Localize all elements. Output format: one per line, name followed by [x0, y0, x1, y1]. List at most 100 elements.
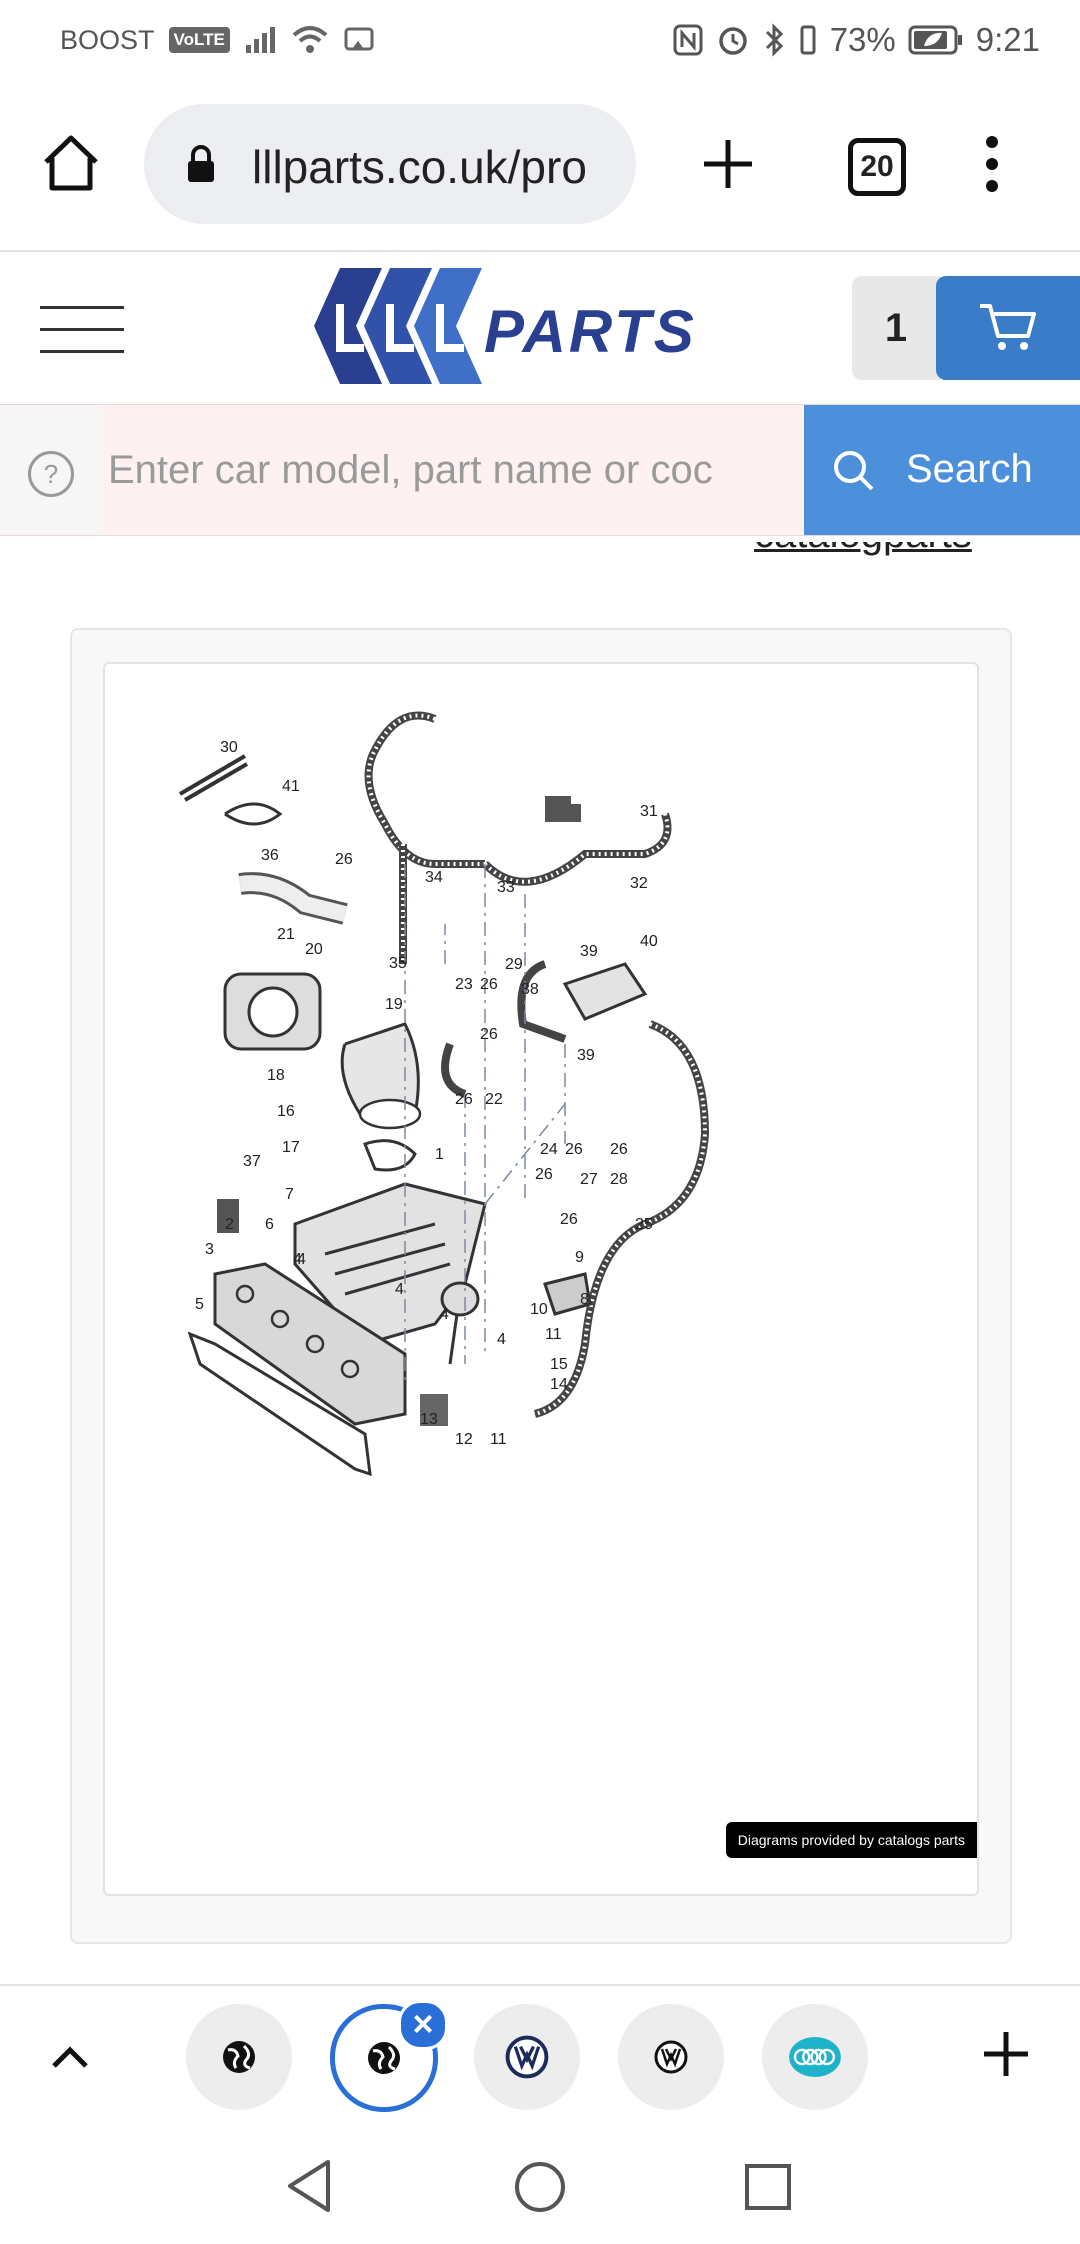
part-callout-27: 27 [580, 1171, 598, 1188]
part-callout-28: 28 [610, 1171, 628, 1188]
part-callout-25: 25 [635, 1216, 653, 1233]
part-callout-9: 9 [575, 1249, 584, 1266]
globe-icon [368, 2042, 400, 2074]
part-callout-6: 6 [265, 1216, 274, 1233]
part-callout-26: 26 [455, 1091, 473, 1108]
search-input[interactable] [104, 405, 808, 535]
recents-square-icon[interactable] [744, 2163, 792, 2211]
part-callout-22: 22 [485, 1091, 503, 1108]
site-header: PARTS 1 [0, 252, 1080, 402]
part-callout-5: 5 [195, 1296, 204, 1313]
cast-icon [344, 27, 374, 51]
part-callout-20: 20 [305, 941, 323, 958]
globe-icon [223, 2041, 255, 2073]
search-icon [834, 451, 874, 491]
part-callout-29: 29 [505, 956, 523, 973]
cart-count-badge[interactable]: 1 [852, 276, 940, 380]
part-callout-26: 26 [335, 851, 353, 868]
wifi-icon [292, 26, 328, 53]
part-callout-41: 41 [282, 778, 300, 795]
part-callout-14: 14 [550, 1376, 568, 1393]
part-callout-26: 26 [480, 1026, 498, 1043]
close-tab-icon[interactable]: × [398, 2000, 448, 2050]
part-callout-17: 17 [282, 1139, 300, 1156]
status-bar: BOOST VoLTE 73% 9:21 [0, 0, 1080, 80]
question-icon: ? [28, 451, 74, 497]
part-callout-4: 4 [297, 1251, 306, 1268]
nfc-icon [673, 24, 703, 56]
part-callout-32: 32 [630, 875, 648, 892]
part-callout-1: 1 [435, 1146, 444, 1163]
bluetooth-icon [765, 23, 783, 57]
part-callout-2: 2 [225, 1216, 234, 1233]
hamburger-menu-icon[interactable] [40, 306, 124, 353]
part-callout-34: 34 [425, 869, 443, 886]
search-button-label: Search [906, 447, 1033, 491]
part-callout-39: 39 [580, 943, 598, 960]
clock: 9:21 [975, 21, 1040, 58]
carrier-name: BOOST [60, 24, 155, 55]
tab-thumb-1[interactable] [186, 2004, 292, 2110]
part-callout-18: 18 [267, 1067, 285, 1084]
home-circle-icon[interactable] [513, 2160, 567, 2214]
vw-logo-icon [505, 2035, 549, 2079]
part-callout-4: 4 [440, 1306, 449, 1323]
svg-text:PARTS: PARTS [484, 298, 697, 365]
signal-icon [245, 27, 275, 53]
part-callout-31: 31 [640, 803, 658, 820]
part-callout-39: 39 [577, 1047, 595, 1064]
address-bar[interactable]: lllparts.co.uk/pro [144, 104, 636, 224]
part-callout-11: 11 [490, 1431, 507, 1448]
part-callout-26: 26 [560, 1211, 578, 1228]
help-button[interactable]: ? [0, 405, 100, 535]
status-right: 73% 9:21 [672, 18, 1040, 62]
diagram-credit: Diagrams provided by catalogs parts [725, 1822, 977, 1858]
part-callout-21: 21 [277, 926, 295, 943]
system-nav-bar [0, 2130, 1080, 2244]
part-callout-4: 4 [395, 1281, 404, 1298]
home-icon[interactable] [40, 132, 102, 194]
cart-button[interactable] [936, 276, 1080, 380]
lock-icon [188, 145, 214, 182]
volte-badge: VoLTE [168, 27, 230, 53]
vw-logo-icon [654, 2040, 688, 2074]
tab-thumb-5[interactable] [762, 2004, 868, 2110]
part-callout-26: 26 [535, 1166, 553, 1183]
new-tab-plus-icon[interactable] [700, 136, 756, 192]
overflow-menu-icon[interactable] [986, 136, 1000, 192]
tab-strip: × [0, 1984, 1080, 2132]
status-left: BOOST VoLTE [60, 20, 376, 60]
parts-diagram[interactable]: 1234444456789101111121314151617181920212… [105, 664, 977, 1894]
search-bar: ? Search [0, 404, 1080, 536]
part-callout-8: 8 [580, 1291, 589, 1308]
catalog-parts-link[interactable]: catalogparts [754, 542, 972, 557]
part-callout-37: 37 [243, 1153, 261, 1170]
chevron-up-icon[interactable] [48, 2036, 92, 2080]
browser-toolbar: lllparts.co.uk/pro 20 [0, 80, 1080, 252]
tab-thumb-4[interactable] [618, 2004, 724, 2110]
url-text: lllparts.co.uk/pro [252, 141, 587, 193]
part-callout-24: 24 [540, 1141, 558, 1158]
part-callout-30: 30 [220, 739, 238, 756]
part-callout-15: 15 [550, 1356, 568, 1373]
battery-icon [908, 25, 962, 55]
site-logo[interactable]: PARTS [312, 266, 772, 386]
part-callout-33: 33 [497, 879, 515, 896]
tab-thumb-3[interactable] [474, 2004, 580, 2110]
back-icon[interactable] [284, 2158, 334, 2214]
part-callout-4: 4 [293, 1251, 302, 1268]
part-callout-36: 36 [261, 847, 279, 864]
tab-switcher-button[interactable]: 20 [848, 138, 906, 196]
search-button[interactable]: Search [804, 405, 1080, 535]
vibrate-icon [800, 25, 816, 55]
cart-icon [980, 304, 1036, 350]
part-callout-38: 38 [521, 981, 539, 998]
part-callout-40: 40 [640, 933, 658, 950]
part-callout-26: 26 [565, 1141, 583, 1158]
part-callout-3: 3 [205, 1241, 214, 1258]
part-callout-12: 12 [455, 1431, 473, 1448]
part-callout-26: 26 [610, 1141, 628, 1158]
part-callout-4: 4 [497, 1331, 506, 1348]
part-callout-13: 13 [420, 1411, 438, 1428]
add-tab-icon[interactable] [982, 2030, 1030, 2078]
